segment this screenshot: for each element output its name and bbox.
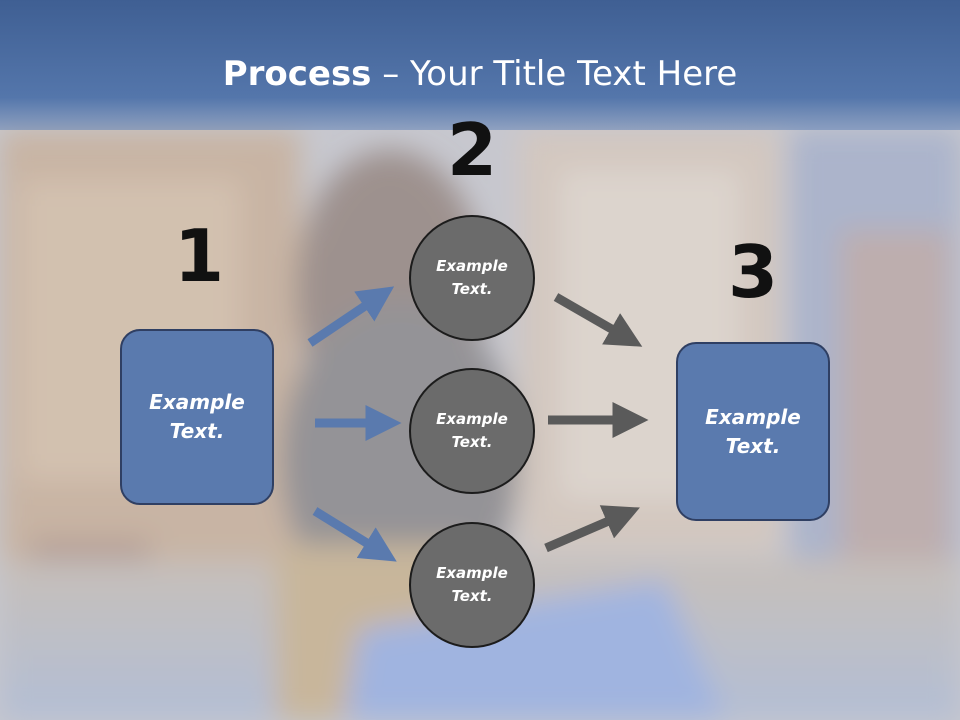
example-circle-middle: Example Text. — [409, 368, 535, 494]
title-rest: – Your Title Text Here — [371, 54, 738, 94]
title-bar — [0, 0, 960, 130]
step-number-1: 1 — [173, 214, 225, 298]
step-number-2: 2 — [446, 108, 498, 192]
example-circle-bottom: Example Text. — [409, 522, 535, 648]
example-circle-top: Example Text. — [409, 215, 535, 341]
arrow-circle-top-to-box3 — [553, 293, 643, 347]
title-strong: Process — [222, 54, 372, 94]
arrow-box1-to-circle-top — [307, 286, 395, 347]
example-box-left: Example Text. — [120, 329, 274, 505]
step-number-3: 3 — [727, 230, 779, 314]
arrow-circle-bottom-to-box3 — [544, 505, 640, 553]
arrow-box1-to-circle-bottom — [312, 507, 397, 562]
example-box-right: Example Text. — [676, 342, 830, 521]
slide-title: Process – Your Title Text Here — [0, 52, 960, 96]
